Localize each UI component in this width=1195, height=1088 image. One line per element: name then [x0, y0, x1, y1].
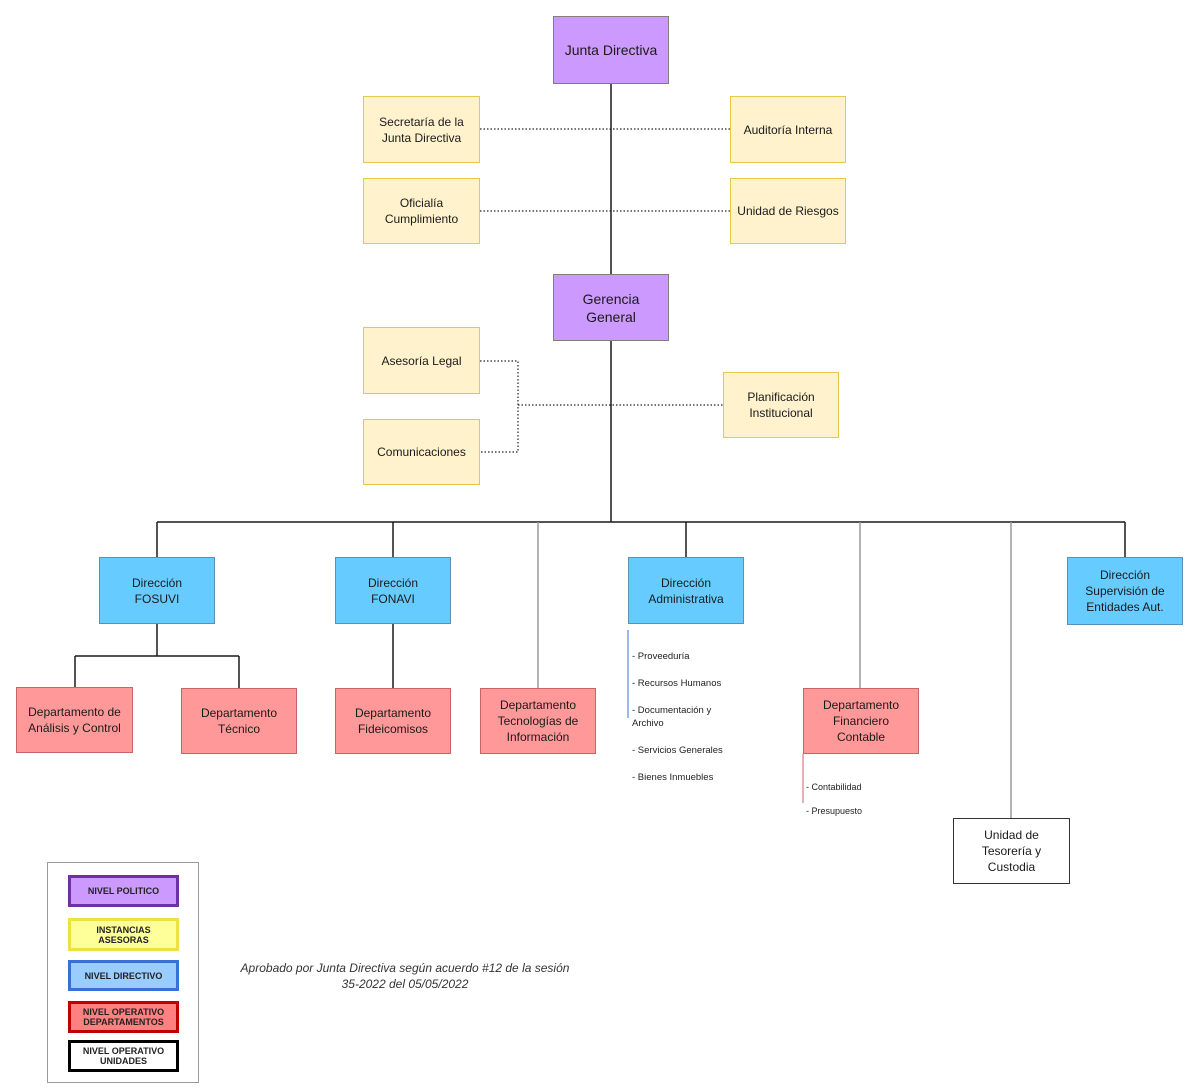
node-label: Auditoría Interna: [743, 122, 833, 137]
node-secretaria: Secretaría de la Junta Directiva: [363, 96, 480, 163]
node-label: Planificación Institucional: [747, 390, 815, 420]
node-label: Secretaría de la Junta Directiva: [379, 114, 464, 145]
node-riesgos: Unidad de Riesgos: [730, 178, 846, 244]
list-item: - Proveeduría: [632, 650, 690, 662]
list-item: - Contabilidad: [806, 782, 862, 792]
node-label: Dirección Administrativa: [648, 575, 724, 606]
node-label: Junta Directiva: [564, 42, 658, 58]
list-item: - Bienes Inmuebles: [632, 772, 714, 783]
node-label: Departamento Fideicomisos: [354, 706, 432, 736]
node-oficialia: Oficialía Cumplimiento: [363, 178, 480, 244]
node-label: Departamento Tecnologías de Información: [497, 698, 579, 744]
node-tecnologias: Departamento Tecnologías de Información: [480, 688, 596, 754]
approval-note: Aprobado por Junta Directiva según acuer…: [240, 961, 570, 991]
node-tesoreria: Unidad de Tesorería y Custodia: [953, 818, 1070, 884]
legend-departamentos: NIVEL OPERATIVO DEPARTAMENTOS: [68, 1001, 179, 1033]
legend-unidades: NIVEL OPERATIVO UNIDADES: [68, 1040, 179, 1072]
link-asesoria: [480, 360, 519, 453]
node-asesoria: Asesoría Legal: [363, 327, 480, 394]
node-administrativa: Dirección Administrativa: [628, 557, 744, 624]
node-label: Gerencia General: [582, 290, 640, 325]
node-label: Departamento de Análisis y Control: [28, 705, 121, 735]
node-comunicaciones: Comunicaciones: [363, 419, 480, 485]
list-item: - Documentación y Archivo: [632, 704, 712, 730]
node-label: Unidad de Riesgos: [737, 204, 839, 218]
node-fideicomisos: Departamento Fideicomisos: [335, 688, 451, 754]
node-label: Dirección FOSUVI: [131, 575, 182, 606]
node-label: Oficialía Cumplimiento: [384, 196, 459, 226]
financial-units-list: - Contabilidad - Presupuesto: [806, 769, 906, 829]
node-label: Unidad de Tesorería y Custodia: [981, 828, 1042, 874]
node-analisis: Departamento de Análisis y Control: [16, 687, 133, 753]
legend: NIVEL POLITICO INSTANCIAS ASESORAS NIVEL…: [47, 862, 199, 1083]
node-label: Comunicaciones: [377, 445, 466, 459]
list-item: - Servicios Generales: [632, 745, 723, 756]
node-junta-directiva: Junta Directiva: [553, 16, 669, 84]
node-auditoria: Auditoría Interna: [730, 96, 846, 163]
node-tecnico: Departamento Técnico: [181, 688, 297, 754]
node-label: Dirección FONAVI: [367, 575, 418, 606]
node-fonavi: Dirección FONAVI: [335, 557, 451, 624]
node-financiero: Departamento Financiero Contable: [803, 688, 919, 754]
list-item: - Presupuesto: [806, 806, 863, 816]
legend-politico: NIVEL POLITICO: [68, 875, 179, 907]
node-label: Dirección Supervisión de Entidades Aut.: [1085, 568, 1165, 614]
legend-directivo: NIVEL DIRECTIVO: [68, 960, 179, 991]
node-gerencia: Gerencia General: [553, 274, 669, 341]
node-supervision: Dirección Supervisión de Entidades Aut.: [1067, 557, 1183, 625]
node-label: Departamento Financiero Contable: [822, 698, 900, 744]
admin-units-list: - Proveeduría - Recursos Humanos - Docum…: [632, 636, 744, 798]
node-planificacion: Planificación Institucional: [723, 372, 839, 438]
list-item: - Recursos Humanos: [632, 677, 722, 689]
node-fosuvi: Dirección FOSUVI: [99, 557, 215, 624]
legend-asesoras: INSTANCIAS ASESORAS: [68, 918, 179, 951]
node-label: Asesoría Legal: [381, 353, 462, 368]
node-label: Departamento Técnico: [200, 706, 278, 736]
